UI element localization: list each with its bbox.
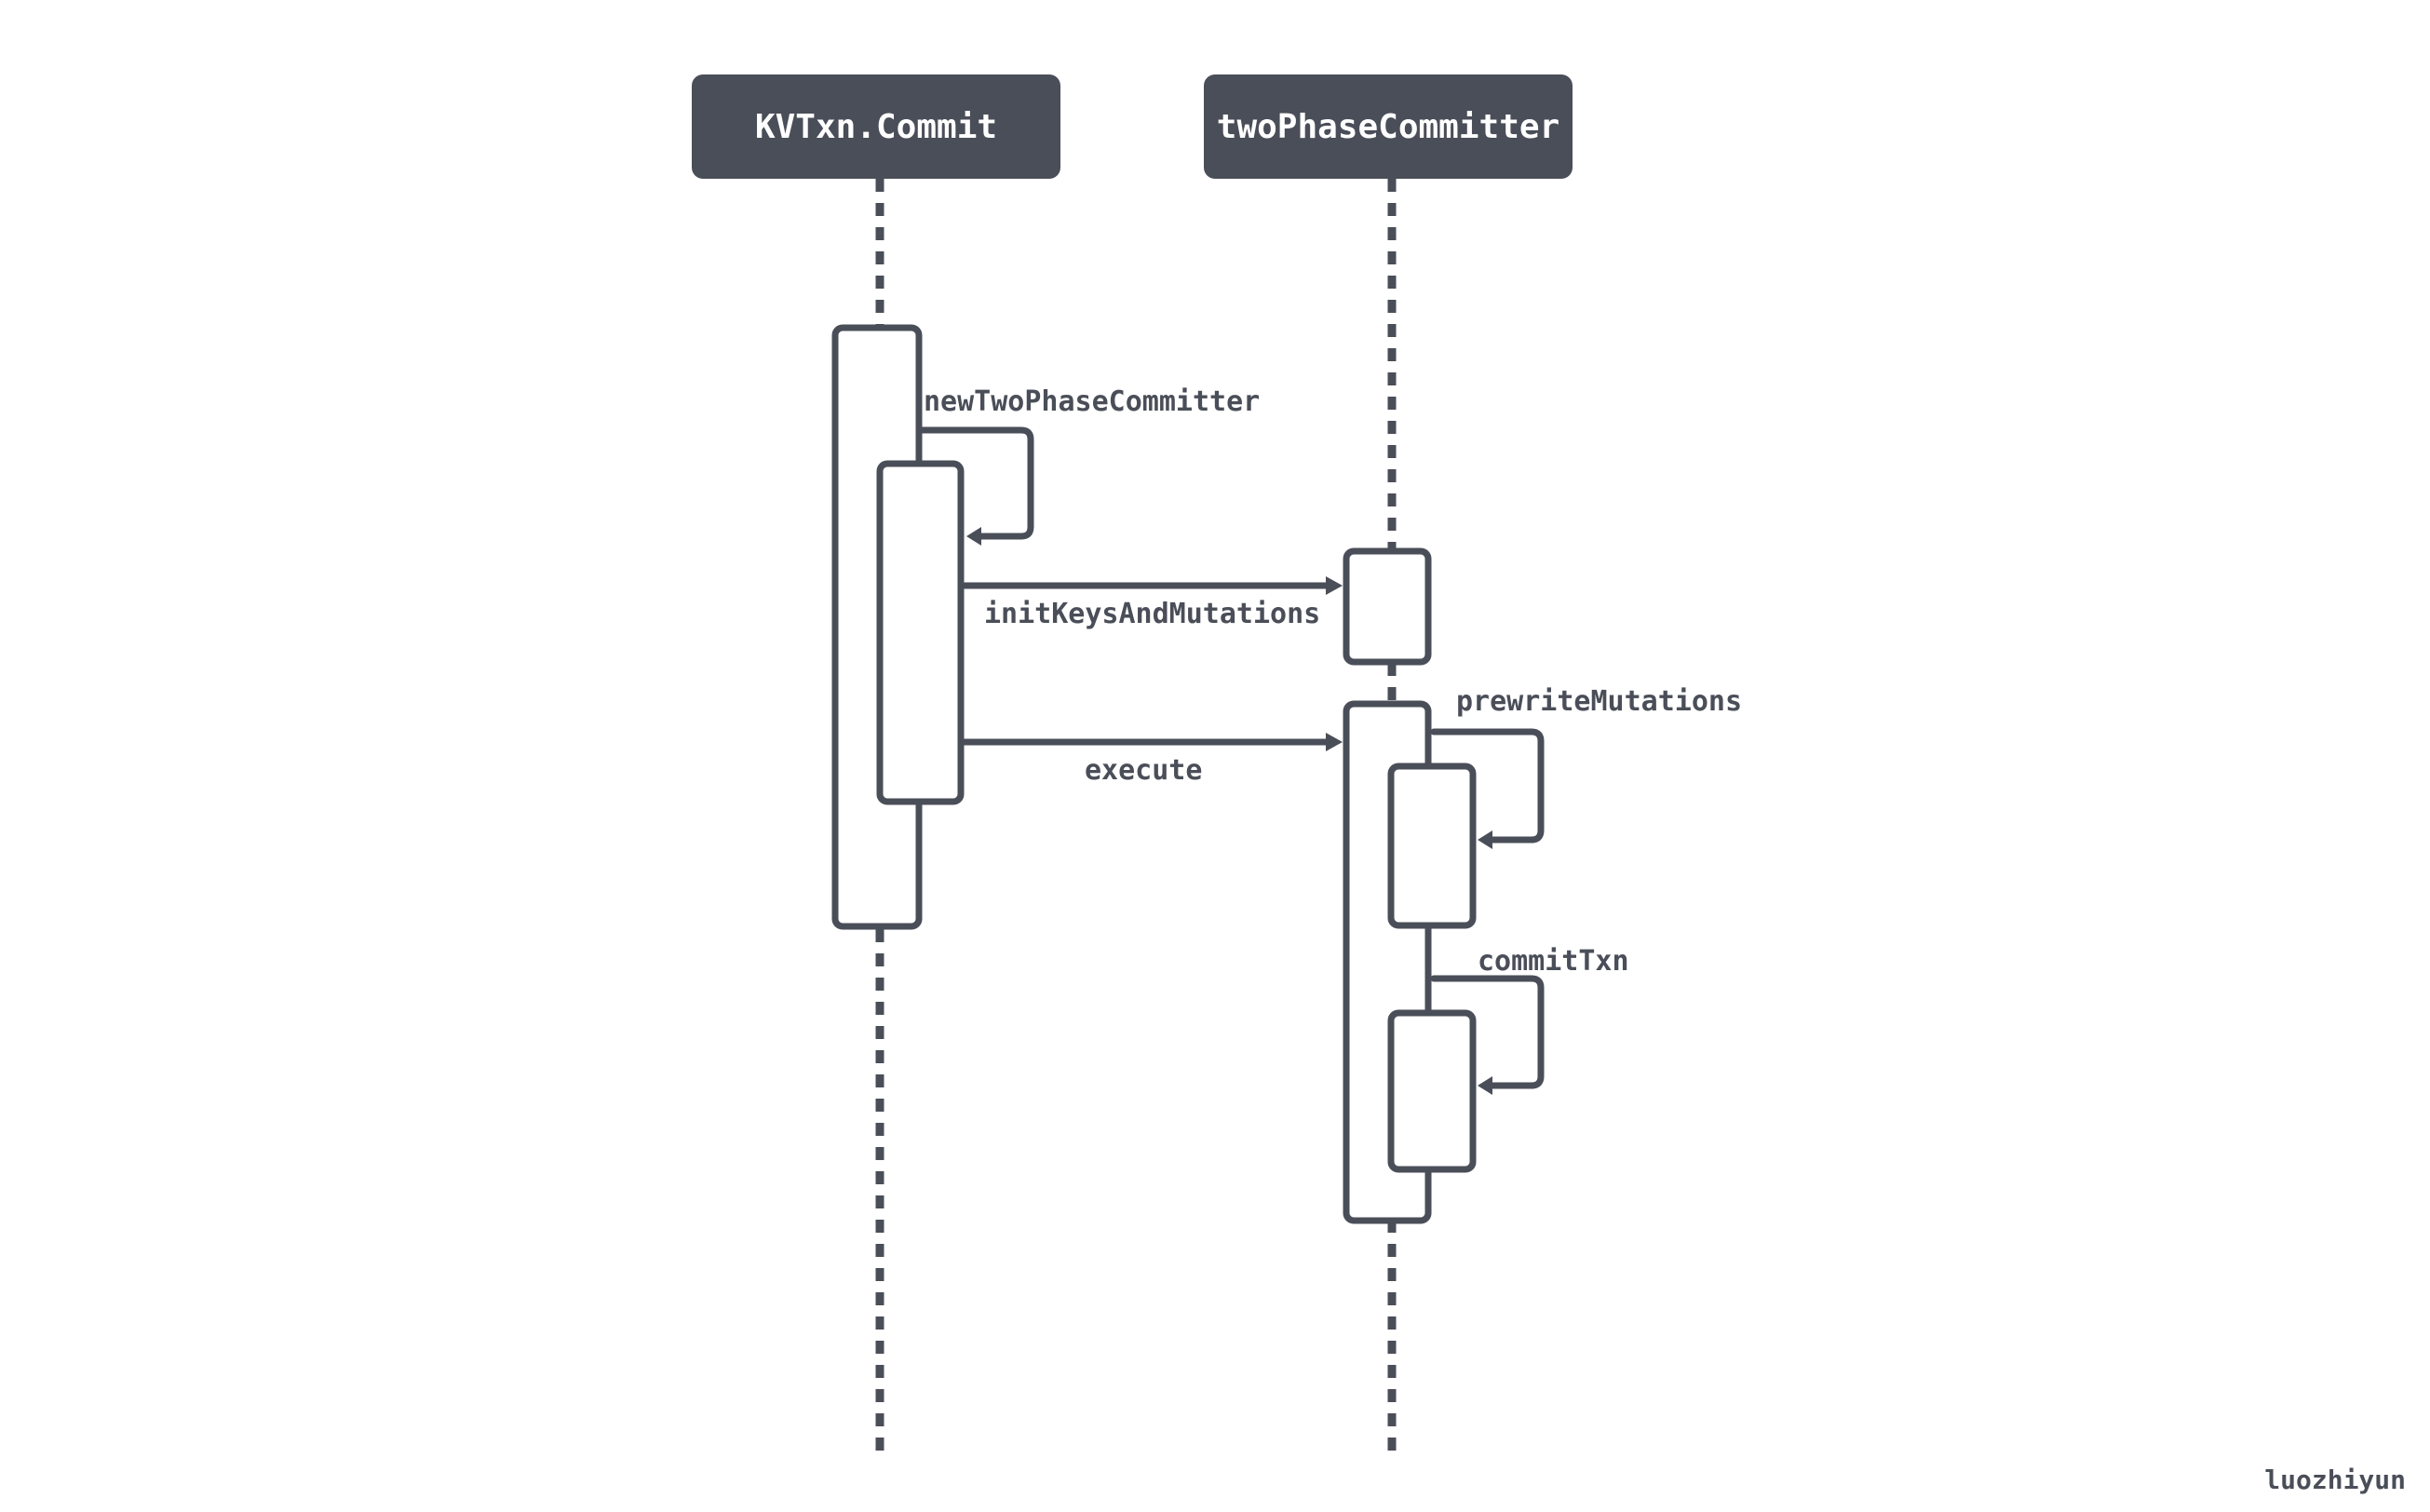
arrowhead-prewrite [1478,830,1492,849]
participant-kvtxn-label: KVTxn.Commit [754,107,998,146]
arrow-new-committer [918,426,1034,540]
activation-prewrite [1387,763,1477,929]
arrow-commit-txn [1430,975,1545,1089]
activation-kvtxn-inner [876,460,965,805]
arrowhead-init-keys [1326,576,1343,595]
participant-committer-label: twoPhaseCommitter [1216,107,1560,146]
arrowhead-execute [1326,733,1343,751]
activation-commit-txn [1387,1009,1477,1173]
arrow-prewrite [1430,728,1545,844]
label-prewrite: prewriteMutations [1456,685,1743,718]
label-init-keys: initKeysAndMutations [984,598,1321,630]
label-new-committer: newTwoPhaseCommitter [924,385,1261,418]
label-execute: execute [1085,754,1203,787]
activation-init-keys [1343,547,1432,666]
arrowhead-new-committer [966,527,981,546]
participant-kvtxn-header: KVTxn.Commit [692,74,1060,179]
author-signature: luozhiyun [2264,1465,2406,1495]
participant-committer-header: twoPhaseCommitter [1204,74,1573,179]
arrowhead-commit-txn [1478,1076,1492,1095]
label-commit-txn: commitTxn [1478,945,1629,978]
